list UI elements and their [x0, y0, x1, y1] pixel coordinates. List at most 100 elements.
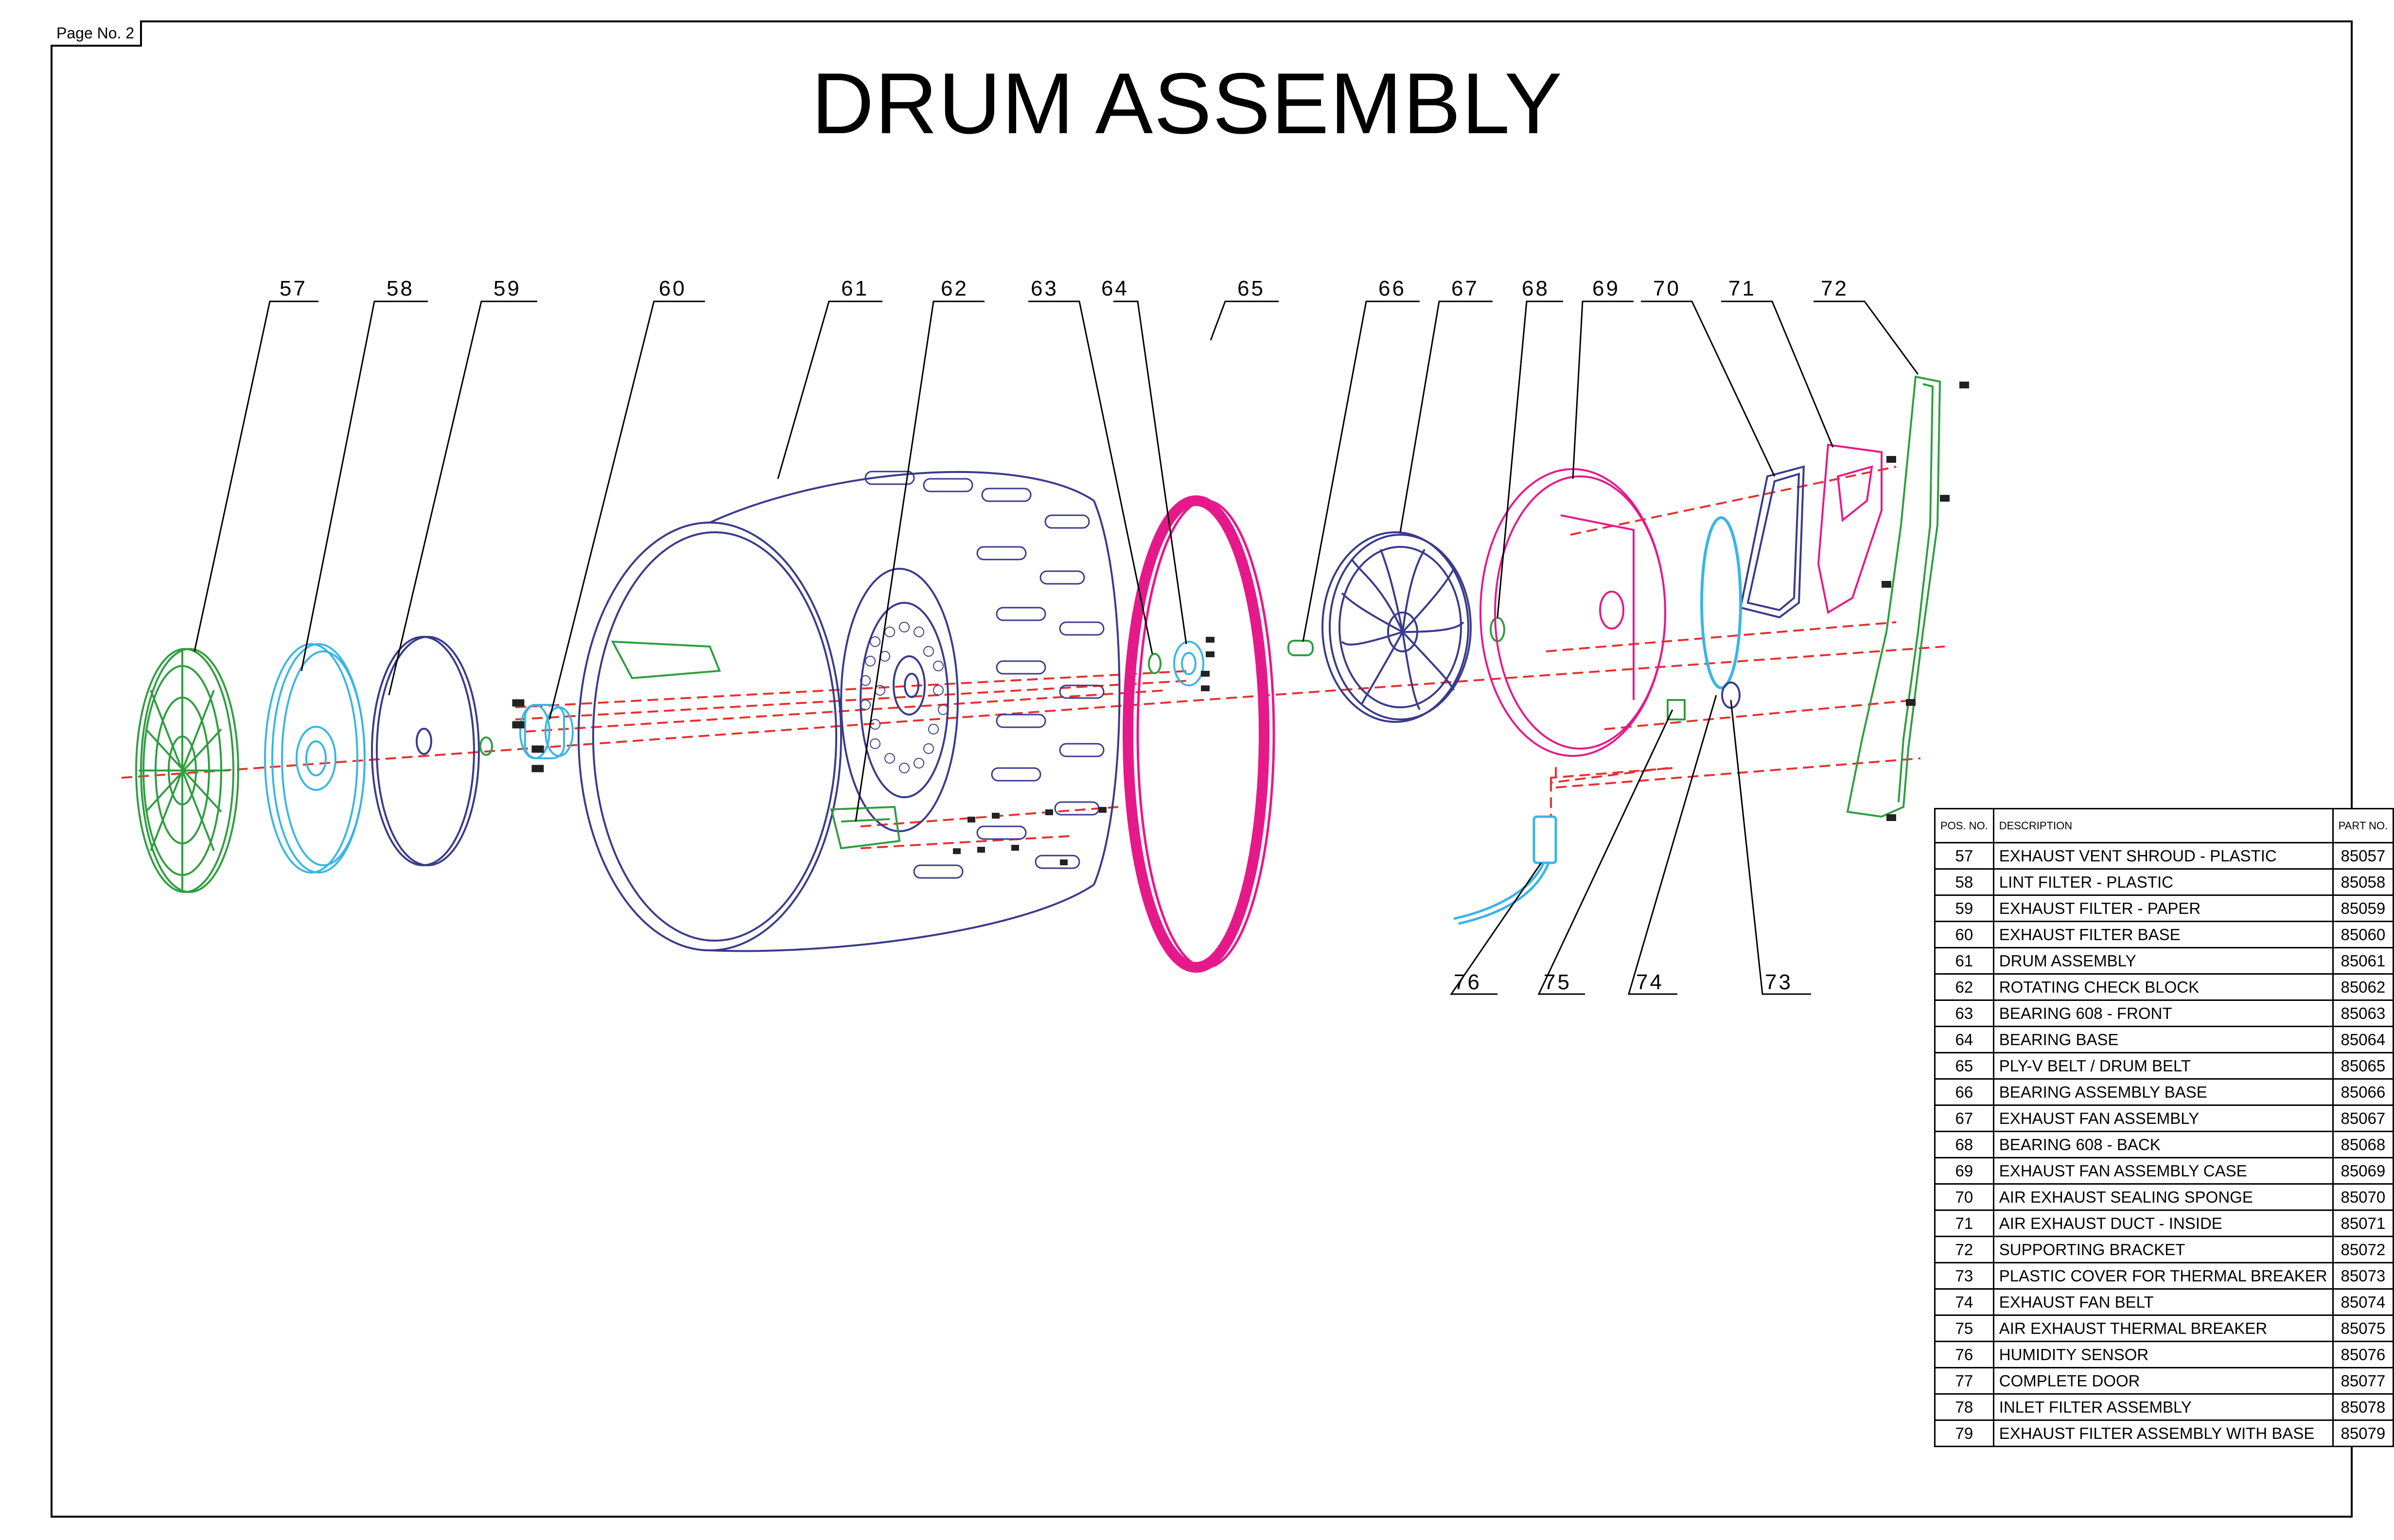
- callout-leader-lines: [194, 300, 1919, 995]
- cell-part-no: 85074: [2332, 1288, 2394, 1316]
- callout-67: 67: [1451, 277, 1479, 300]
- screws-62: [953, 807, 1107, 865]
- cell-part-no: 85078: [2332, 1393, 2394, 1421]
- callout-63: 63: [1031, 277, 1058, 300]
- cell-description: BEARING 608 - FRONT: [1992, 999, 2334, 1027]
- lint-filter: [264, 643, 366, 874]
- cell-part-no: 85066: [2332, 1078, 2394, 1106]
- cell-part-no: 85057: [2332, 842, 2394, 870]
- cell-description: EXHAUST FAN ASSEMBLY CASE: [1992, 1157, 2334, 1185]
- exhaust-fan: [1321, 531, 1472, 723]
- cell-description: EXHAUST FAN BELT: [1992, 1288, 2334, 1316]
- cell-part-no: 85076: [2332, 1341, 2394, 1368]
- callout-62: 62: [941, 277, 968, 300]
- cell-pos: 77: [1934, 1367, 1994, 1395]
- callout-65: 65: [1237, 277, 1265, 300]
- thermal-breaker-cover: [1721, 682, 1741, 709]
- cell-pos: 78: [1934, 1393, 1994, 1421]
- air-exhaust-sealing-sponge: [1739, 465, 1805, 619]
- cell-part-no: 85069: [2332, 1157, 2394, 1185]
- humidity-sensor: [1453, 815, 1557, 925]
- callout-57: 57: [280, 277, 307, 300]
- cell-pos: 75: [1934, 1314, 1994, 1342]
- cell-part-no: 85072: [2332, 1236, 2394, 1263]
- cell-pos: 62: [1934, 973, 1994, 1001]
- cell-part-no: 85070: [2332, 1183, 2394, 1211]
- cell-part-no: 85079: [2332, 1419, 2394, 1447]
- cell-pos: 72: [1934, 1236, 1994, 1263]
- cell-description: EXHAUST VENT SHROUD - PLASTIC: [1992, 842, 2334, 870]
- cell-description: EXHAUST FILTER BASE: [1992, 921, 2334, 948]
- callout-66: 66: [1378, 277, 1406, 300]
- exhaust-fan-case: [1479, 468, 1666, 757]
- cell-description: DRUM ASSEMBLY: [1992, 947, 2334, 975]
- screws-64: [1201, 637, 1215, 691]
- cell-part-no: 85059: [2332, 894, 2394, 922]
- callout-64: 64: [1101, 277, 1129, 300]
- cell-pos: 68: [1934, 1131, 1994, 1158]
- table-header-row: POS. NO. DESCRIPTION PART NO.: [1934, 808, 2394, 843]
- bearing-assembly-base: [1287, 640, 1314, 656]
- screws-72: [1882, 382, 1969, 821]
- drum-vane: [611, 640, 721, 680]
- callout-76: 76: [1454, 970, 1481, 994]
- cell-pos: 63: [1934, 999, 1994, 1027]
- cell-description: AIR EXHAUST DUCT - INSIDE: [1992, 1209, 2334, 1237]
- cell-description: SUPPORTING BRACKET: [1992, 1236, 2334, 1263]
- cell-description: LINT FILTER - PLASTIC: [1992, 868, 2334, 896]
- callout-69: 69: [1592, 277, 1620, 300]
- callout-70: 70: [1653, 277, 1681, 300]
- rotating-check-block: [830, 805, 901, 850]
- cell-description: PLY-V BELT / DRUM BELT: [1992, 1052, 2334, 1080]
- cell-part-no: 85067: [2332, 1104, 2394, 1132]
- callout-74: 74: [1636, 970, 1664, 994]
- cell-part-no: 85062: [2332, 973, 2394, 1001]
- callout-numbers: 57 58 59 60 61 62 63 64 65 66 67 68 69 7…: [280, 277, 1847, 994]
- page-title: DRUM ASSEMBLY: [811, 55, 1563, 152]
- drum-belt: [1123, 495, 1275, 973]
- cell-pos: 79: [1934, 1419, 1994, 1447]
- cell-part-no: 85077: [2332, 1367, 2394, 1395]
- bearing-front: [1148, 653, 1162, 674]
- cell-part-no: 85063: [2332, 999, 2394, 1027]
- cell-description: AIR EXHAUST SEALING SPONGE: [1992, 1183, 2334, 1211]
- cell-part-no: 85075: [2332, 1314, 2394, 1342]
- cell-pos: 59: [1934, 894, 1994, 922]
- cell-description: COMPLETE DOOR: [1992, 1367, 2334, 1395]
- callout-61: 61: [841, 277, 869, 300]
- cell-part-no: 85071: [2332, 1209, 2394, 1237]
- callout-60: 60: [659, 277, 687, 300]
- cell-description: INLET FILTER ASSEMBLY: [1992, 1393, 2334, 1421]
- assembly-axis-lines: [121, 466, 1945, 849]
- cell-part-no: 85061: [2332, 947, 2394, 975]
- thermal-breaker: [1667, 699, 1686, 720]
- exhaust-filter-paper: [371, 636, 480, 866]
- drum: [578, 471, 1121, 952]
- cell-pos: 64: [1934, 1026, 1994, 1053]
- cell-description: AIR EXHAUST THERMAL BREAKER: [1992, 1314, 2334, 1342]
- exhaust-vent-shroud: [135, 648, 239, 893]
- air-exhaust-duct: [1817, 443, 1883, 614]
- cell-description: ROTATING CHECK BLOCK: [1992, 973, 2334, 1001]
